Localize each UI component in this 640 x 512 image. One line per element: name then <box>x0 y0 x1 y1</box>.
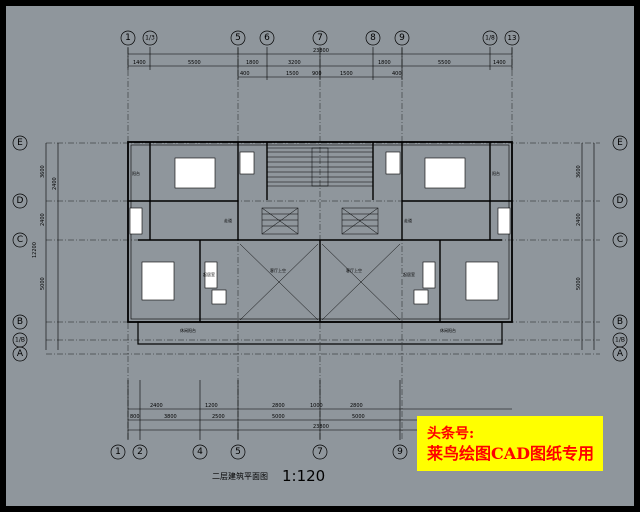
dim-text: 3200 <box>288 60 301 66</box>
dim-text: 2400 <box>40 213 46 226</box>
axis-label: 1/3 <box>145 35 155 42</box>
dim-text: 900 <box>312 71 322 77</box>
room-label: 起居室 <box>403 271 415 277</box>
axis-label: 5 <box>235 447 241 457</box>
axis-label: 4 <box>197 447 203 457</box>
total-width-dim-bottom: 23800 <box>313 424 329 430</box>
axis-label: 1/B <box>15 337 25 344</box>
total-depth-dim: 12200 <box>32 242 38 258</box>
dimension-text-right: 3600 2400 5000 <box>576 165 582 290</box>
drawing-title: 二层建筑平面图 <box>212 472 268 481</box>
dim-text: 1400 <box>133 60 146 66</box>
dimension-text-top: 23800 1400 5500 1800 3200 1800 5500 1400… <box>133 48 506 77</box>
left-axis-labels: E D C B 1/B A <box>15 138 25 359</box>
dim-text: 2500 <box>212 414 225 420</box>
axis-label: 13 <box>508 34 517 42</box>
bottom-axis-bubbles <box>110 444 408 460</box>
total-width-dim: 23800 <box>313 48 329 54</box>
axis-label: C <box>17 235 23 245</box>
axis-label: 7 <box>317 447 323 457</box>
axis-label: 1 <box>115 447 121 457</box>
axis-label: 1/B <box>615 337 625 344</box>
room-label: 客厅上空 <box>346 267 362 273</box>
dim-text: 1800 <box>378 60 391 66</box>
dim-text: 3600 <box>40 165 46 178</box>
dim-text: 5000 <box>576 277 582 290</box>
watermark-box: 头条号: 莱鸟绘图CAD图纸专用 <box>417 416 603 471</box>
room-labels: 阳台 阳台 客厅上空 客厅上空 走道 走道 休闲阳台 休闲阳台 起居室 起居室 <box>132 170 500 333</box>
drawing-scale: 1:120 <box>282 467 326 485</box>
axis-label: B <box>17 317 23 327</box>
furniture <box>129 151 511 305</box>
axis-label: 7 <box>317 33 323 43</box>
axis-label: 6 <box>264 33 270 43</box>
axis-label: B <box>617 317 623 327</box>
axis-label: D <box>17 196 24 206</box>
watermark-line-1: 头条号: <box>427 426 475 442</box>
dim-text: 1500 <box>286 71 299 77</box>
dimension-text-left: 3600 2400 5000 12200 2400 <box>32 165 58 290</box>
right-axis-labels: E D C B 1/B A <box>615 138 625 359</box>
dim-text: 5500 <box>188 60 201 66</box>
dim-text: 400 <box>240 71 250 77</box>
dim-text: 1800 <box>246 60 259 66</box>
dim-text: 5000 <box>40 277 46 290</box>
room-label: 阳台 <box>492 170 500 176</box>
living-room-void <box>239 243 401 321</box>
side-axis-bubbles <box>12 135 628 362</box>
room-label: 休闲阳台 <box>180 327 196 333</box>
top-axis-labels: 1 1/3 5 6 7 8 9 1/8 13 <box>125 33 516 43</box>
top-axis-bubbles <box>120 30 520 46</box>
axis-label: 2 <box>137 447 143 457</box>
room-label: 阳台 <box>132 170 140 176</box>
dim-text: 2400 <box>150 403 163 409</box>
dim-text: 1400 <box>493 60 506 66</box>
axis-label: 5 <box>235 33 241 43</box>
axis-label: D <box>617 196 624 206</box>
stairs <box>261 147 379 235</box>
axis-grid-lines <box>46 48 600 440</box>
dim-text: 3600 <box>576 165 582 178</box>
dim-text: 800 <box>130 414 140 420</box>
dimension-text-bottom: 2400 1200 2800 1000 2800 800 3800 2500 5… <box>130 403 365 430</box>
dim-text: 5000 <box>352 414 365 420</box>
axis-label: 8 <box>370 33 376 43</box>
dim-text: 2800 <box>272 403 285 409</box>
dim-text: 5000 <box>272 414 285 420</box>
dim-text: 5500 <box>438 60 451 66</box>
axis-label: 1/8 <box>485 35 495 42</box>
axis-label: A <box>17 349 24 359</box>
dim-text: 2400 <box>576 213 582 226</box>
dim-text: 2400 <box>52 177 58 190</box>
dim-text: 3800 <box>164 414 177 420</box>
dim-text: 400 <box>392 71 402 77</box>
axis-label: 9 <box>397 447 403 457</box>
side-dimension-lines <box>45 143 595 350</box>
room-label: 客厅上空 <box>270 267 286 273</box>
axis-label: 1 <box>125 33 131 43</box>
room-label: 休闲阳台 <box>440 327 456 333</box>
axis-label: 9 <box>399 33 405 43</box>
dim-text: 1000 <box>310 403 323 409</box>
axis-label: E <box>617 138 623 148</box>
room-label: 走道 <box>224 217 232 223</box>
room-label: 走道 <box>404 217 412 223</box>
dim-text: 2800 <box>350 403 363 409</box>
dim-text: 1500 <box>340 71 353 77</box>
axis-label: E <box>17 138 23 148</box>
watermark-line-2: 莱鸟绘图CAD图纸专用 <box>427 444 595 463</box>
dim-text: 1200 <box>205 403 218 409</box>
room-label: 起居室 <box>203 271 215 277</box>
axis-label: A <box>617 349 624 359</box>
axis-label: C <box>617 235 623 245</box>
bottom-axis-labels: 1 2 4 5 7 9 <box>115 447 403 457</box>
